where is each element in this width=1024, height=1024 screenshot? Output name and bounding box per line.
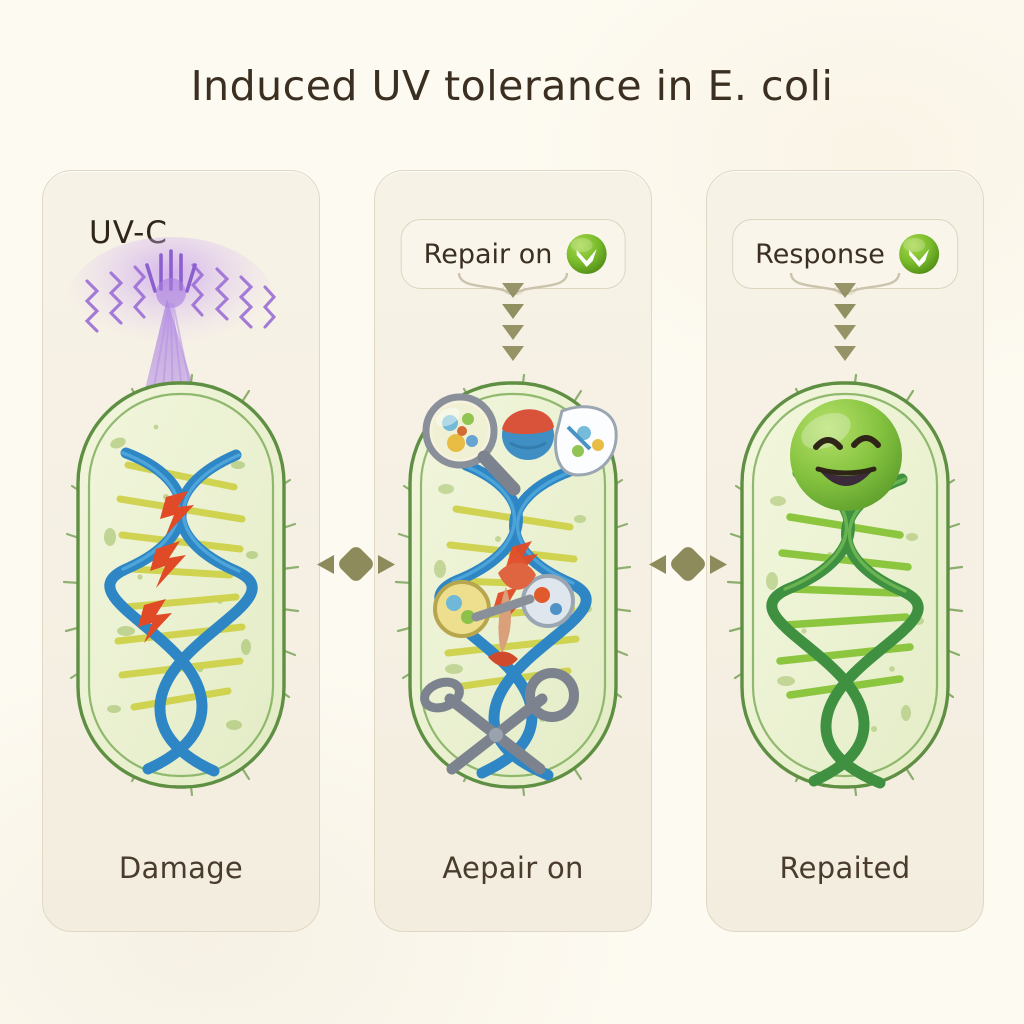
chevron-icon [502,304,524,319]
chevron-icon [502,325,524,340]
response-label: Response [755,238,885,270]
damage-marks [138,491,194,643]
chevron-icon [834,325,856,340]
panel-repair: Repair on [374,170,652,932]
chevron-icon [502,346,524,361]
chevron-icon [834,346,856,361]
repair-on-callout[interactable]: Repair on [400,219,626,289]
chevron-icon [834,283,856,298]
panel-repaired: Response [706,170,984,932]
response-callout[interactable]: Response [732,219,958,289]
right-arrow-icon [710,555,727,574]
chevron-icon [502,283,524,298]
connector-damage-to-repair [316,544,396,584]
flow-chevrons-response [834,283,856,367]
repair-on-label: Repair on [423,238,553,270]
enzyme-blob-icon [502,409,554,460]
callout-feed-lines [457,272,569,296]
flow-chevrons-repair [502,283,524,367]
magnifying-glass-icon [422,393,521,496]
panel-caption-repaired: Repaited [779,851,911,885]
panel-caption-repair: Aepair on [442,851,584,885]
connector-repair-to-repaired [648,544,728,584]
diamond-icon [668,544,708,584]
e-coli-cell-repairing [394,369,632,801]
right-arrow-icon [378,555,395,574]
e-coli-cell-healthy [726,369,964,801]
smiley-face-icon [790,399,902,511]
left-arrow-icon [649,555,666,574]
left-arrow-icon [317,555,334,574]
green-chevron-down-badge [898,234,939,274]
e-coli-cell-damaged [62,369,300,801]
page-title: Induced UV tolerance in E. coli [190,62,834,110]
repair-enzyme-icon [433,562,575,667]
diamond-icon [336,544,376,584]
shield-patch-icon [554,405,618,477]
panel-caption-damage: Damage [118,851,244,885]
callout-feed-lines [789,272,901,296]
green-chevron-down-badge [566,234,607,274]
scissors-icon [420,668,579,775]
chevron-icon [834,304,856,319]
panel-damage: UV-C [42,170,320,932]
